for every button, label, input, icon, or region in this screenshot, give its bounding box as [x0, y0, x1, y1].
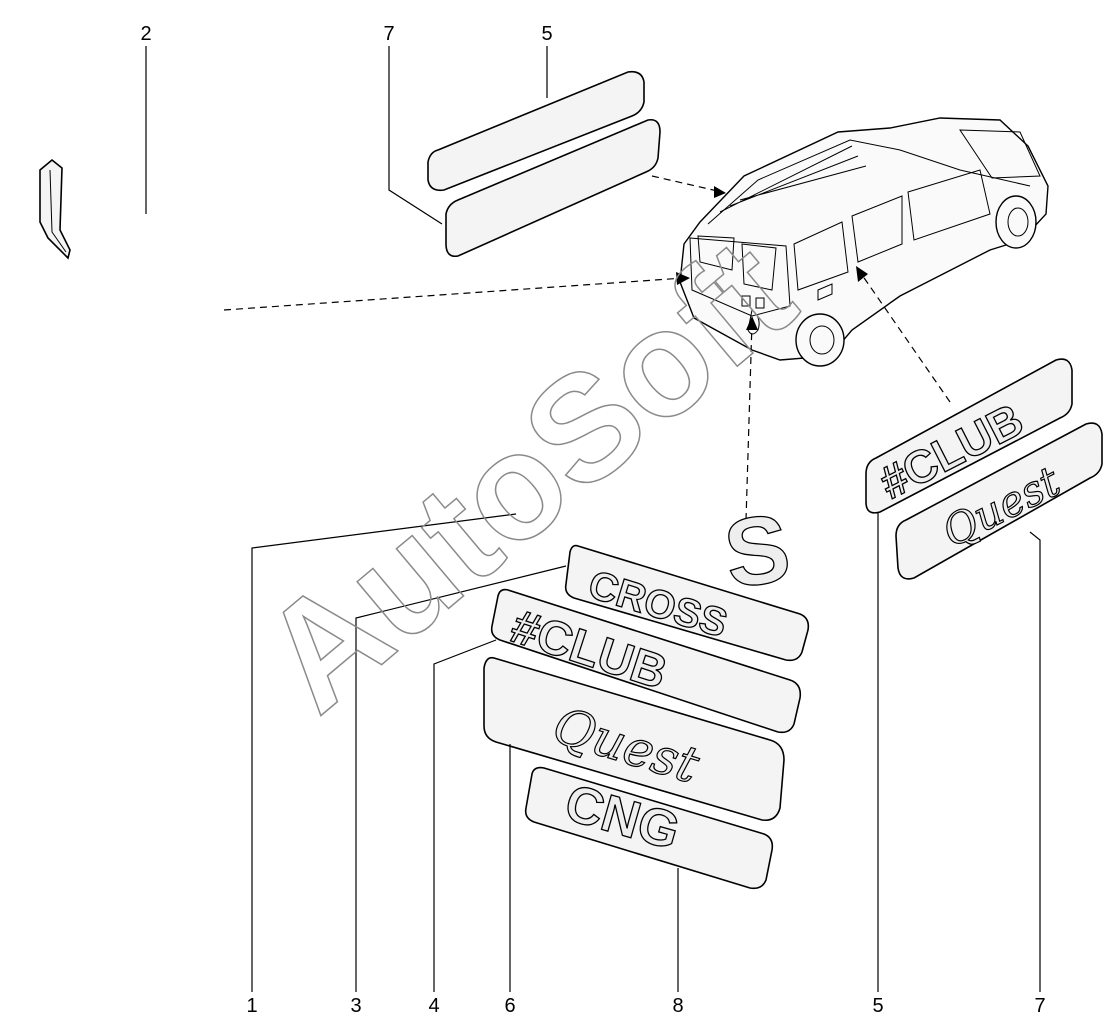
- arrow-plate-to-roof: [651, 175, 723, 193]
- arrow-side-emblem-to-door-head: [856, 266, 868, 282]
- leader-4: [433, 639, 497, 992]
- arrow-molding-to-rear: [223, 277, 685, 311]
- callout-1: 1: [246, 995, 257, 1017]
- leader-7-bottom: [1029, 531, 1041, 992]
- callout-7-top: 7: [383, 23, 394, 45]
- emblem-s-text: S: [718, 494, 796, 609]
- emblem-s: S: [717, 493, 797, 609]
- car-illustration: [679, 117, 1049, 367]
- callout-7-bottom: 7: [1034, 995, 1045, 1017]
- arrow-s-to-tailgate-head: [746, 316, 758, 330]
- blank-plate-7: [445, 118, 661, 258]
- leader-3: [355, 565, 567, 992]
- arrow-side-emblem-to-door: [859, 271, 951, 403]
- blank-plate-5: [427, 70, 645, 192]
- arrow-plate-to-roof-head: [714, 186, 726, 198]
- leader-1: [251, 513, 517, 992]
- callout-2: 2: [140, 23, 151, 45]
- callout-4: 4: [428, 995, 439, 1017]
- emblem-quest-right: Quest: [895, 422, 1103, 580]
- callout-6: 6: [504, 995, 515, 1017]
- callout-8: 8: [672, 995, 683, 1017]
- callout-5-bottom: 5: [872, 995, 883, 1017]
- arrow-s-to-tailgate: [745, 321, 753, 521]
- callout-3: 3: [350, 995, 361, 1017]
- arrow-molding-to-rear-head: [676, 272, 690, 285]
- part-2-molding: [39, 158, 71, 260]
- callout-5-top: 5: [541, 23, 552, 45]
- leader-7-top: [388, 46, 443, 225]
